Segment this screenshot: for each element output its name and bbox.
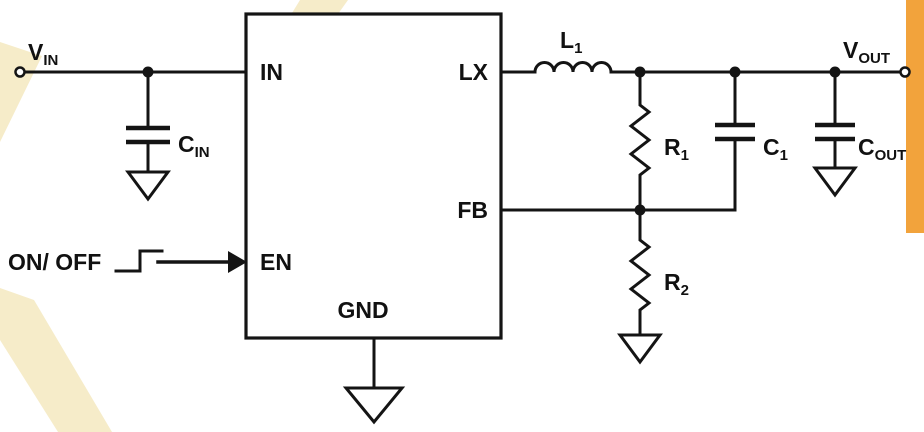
pin-label-lx: LX (459, 59, 489, 85)
cout-capacitor (812, 70, 858, 198)
ic-ground (342, 336, 406, 425)
enable-input (114, 249, 247, 273)
c1-label: C1 (763, 134, 788, 164)
pin-label-fb: FB (457, 197, 488, 223)
r2-resistor (617, 208, 663, 365)
r1-resistor (628, 70, 652, 212)
enable-arrowhead-icon (228, 251, 247, 273)
ic-body (244, 12, 503, 340)
vout-label: VOUT (843, 37, 890, 67)
cout-ground-icon (812, 166, 858, 198)
pin-label-in: IN (260, 59, 283, 85)
ic-ground-icon (342, 386, 406, 425)
net-labels: VIN CIN ON/ OFF L1 VOUT R1 C1 COUT R2 (8, 27, 906, 299)
pin-label-gnd: GND (337, 297, 388, 323)
r2-label: R2 (664, 269, 689, 299)
watermark-stroke-bottom-left (0, 288, 112, 432)
regulator-ic: IN EN GND LX FB (244, 12, 503, 340)
output-rail (499, 61, 911, 78)
r1-zigzag-icon (628, 70, 652, 212)
l1-inductor-icon (533, 61, 613, 74)
l1-label: L1 (560, 27, 582, 57)
feedback-rail (499, 204, 737, 216)
vin-terminal (14, 66, 26, 78)
pin-label-en: EN (260, 249, 292, 275)
vout-terminal (899, 66, 911, 78)
c1-capacitor (715, 70, 755, 212)
cin-label: CIN (178, 131, 210, 161)
r2-zigzag-icon (628, 208, 652, 337)
cin-ground-icon (125, 170, 171, 202)
step-pulse-icon (114, 249, 164, 273)
vin-label: VIN (28, 39, 58, 69)
watermark-stroke-top-left (0, 42, 42, 142)
cin-capacitor (125, 70, 171, 202)
cout-label: COUT (858, 134, 906, 164)
r2-ground-icon (617, 333, 663, 365)
watermark-orange-strip (906, 0, 924, 233)
r1-label: R1 (664, 134, 689, 164)
on-off-label: ON/ OFF (8, 249, 101, 275)
